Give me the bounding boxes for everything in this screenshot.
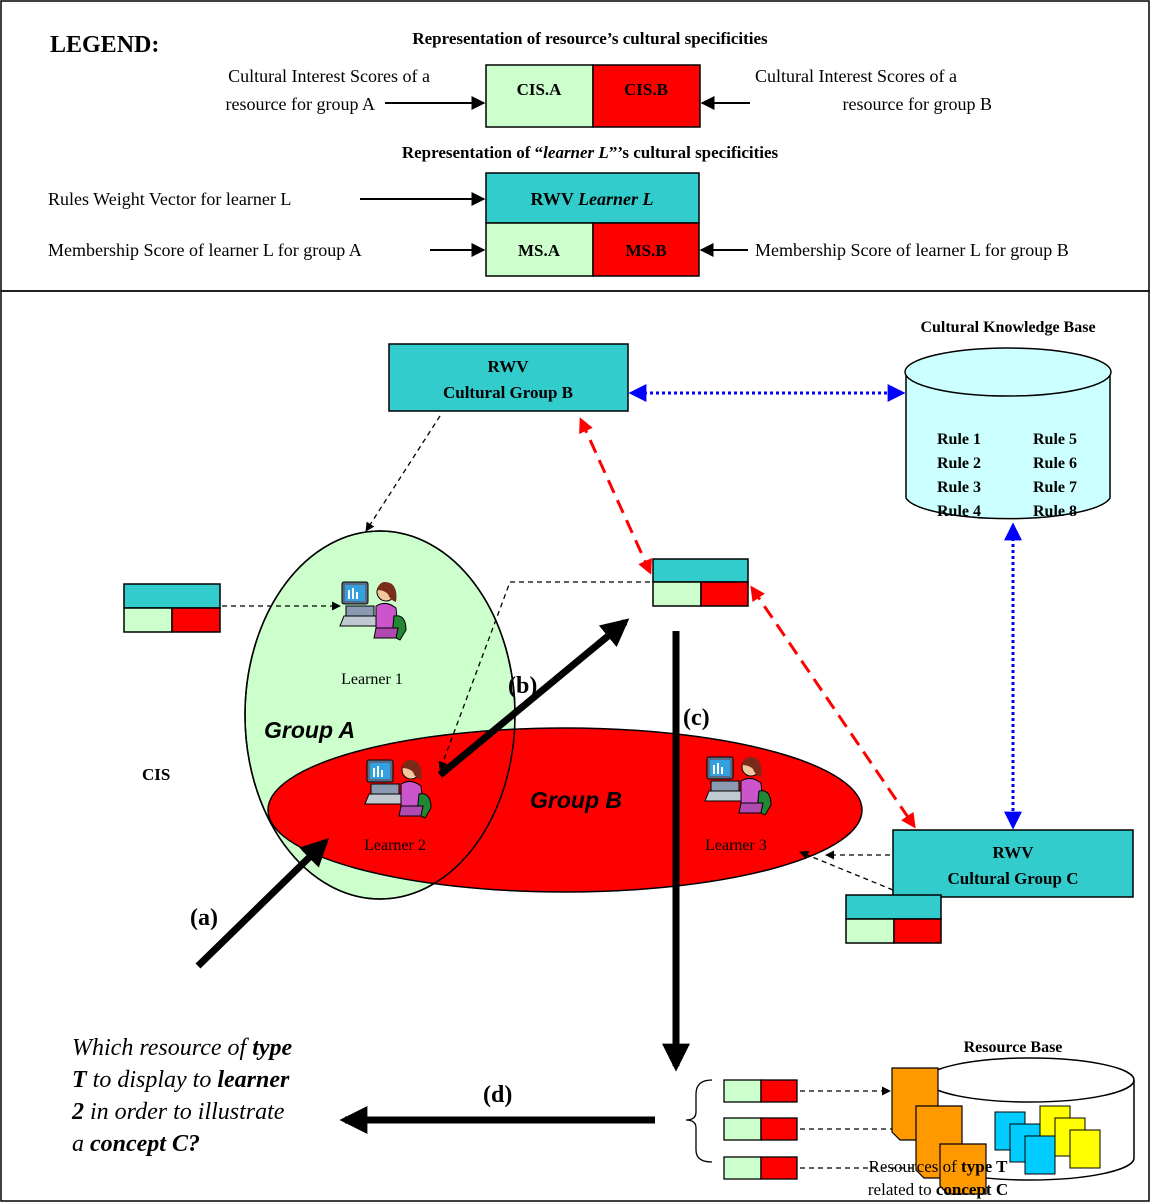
rule-5: Rule 5: [1033, 431, 1077, 448]
resources-caption-1: Resources of type T: [869, 1157, 1009, 1176]
cis-b-desc-1: Cultural Interest Scores of a: [755, 66, 957, 86]
kb-cylinder-top: [904, 347, 1112, 397]
cis-b-desc-2: resource for group B: [843, 94, 992, 114]
main-panel: [0, 290, 1150, 1202]
learner1-vector-rwv: [123, 583, 221, 609]
resource3-cis-a: [723, 1156, 762, 1180]
cis-a-label: CIS.A: [517, 80, 563, 99]
learner-1-label: Learner 1: [341, 671, 403, 688]
rule-7: Rule 7: [1033, 479, 1077, 496]
kb-title: Cultural Knowledge Base: [920, 319, 1095, 336]
label-c: (c): [683, 705, 710, 731]
learner3-vector-ms-a: [845, 918, 895, 944]
rwv-learner-cell: [485, 172, 700, 224]
learner1-vector-ms-b: [171, 607, 221, 633]
learner1-vector-ms-a: [123, 607, 173, 633]
rwv-group-b-box: [388, 343, 629, 412]
cis-a-desc-1: Cultural Interest Scores of a: [228, 66, 430, 86]
kb-cylinder-body: [905, 372, 1111, 520]
rule-4: Rule 4: [937, 503, 981, 520]
resource-base-title: Resource Base: [964, 1039, 1063, 1056]
cis-b-label: CIS.B: [624, 80, 668, 99]
rwv-group-b-line2: Cultural Group B: [443, 383, 573, 402]
ms-a-label: MS.A: [518, 241, 561, 260]
ms-a-desc: Membership Score of learner L for group …: [48, 240, 362, 260]
resource-heading: Representation of resource’s cultural sp…: [412, 29, 768, 48]
svg-text:Which resource of type: Which resource of type: [72, 1035, 293, 1061]
cis-b-cell: [592, 64, 701, 128]
learner-3-label: Learner 3: [705, 837, 767, 854]
learner3-vector-to-learner3-arrow: [799, 850, 894, 891]
rwv-group-b-line1: RWV: [488, 357, 530, 376]
resource-brace: [685, 1079, 713, 1163]
group-a-label: Group A: [264, 717, 355, 743]
resource-documents: [994, 1105, 1101, 1175]
cis-a-cell: [485, 64, 594, 128]
resources-type-t: [891, 1067, 987, 1195]
ms-b-label: MS.B: [625, 241, 666, 260]
rule-1: Rule 1: [937, 431, 981, 448]
rwv-b-to-group-a-arrow: [365, 415, 441, 532]
resource3-cis-b: [760, 1156, 798, 1180]
resource1-cis-b: [760, 1079, 798, 1103]
rwv-b-to-learner2-vector-link: [579, 417, 652, 575]
learner3-vector-rwv: [845, 894, 942, 920]
rwv-desc: Rules Weight Vector for learner L: [48, 189, 291, 209]
resources-caption-2: related to concept C: [868, 1180, 1008, 1199]
rule-2: Rule 2: [937, 455, 981, 472]
learner-2-label: Learner 2: [364, 837, 426, 854]
ms-b-desc: Membership Score of learner L for group …: [755, 240, 1069, 260]
arrow-a: [195, 838, 330, 969]
label-b: (b): [508, 673, 537, 699]
rwv-group-c-line1: RWV: [993, 843, 1035, 862]
cis-a-desc-2: resource for group A: [226, 94, 375, 114]
rwv-learner-label: RWV Learner L: [530, 189, 653, 209]
svg-text:a concept C?: a concept C?: [72, 1131, 200, 1157]
learner2-vector-to-learner2-arrow: [438, 581, 650, 771]
label-d: (d): [483, 1082, 512, 1108]
ms-b-cell: [592, 222, 700, 277]
legend-title: LEGEND:: [50, 32, 159, 58]
rule-6: Rule 6: [1033, 455, 1077, 472]
svg-text:2 in order to illustrate: 2 in order to illustrate: [71, 1099, 285, 1125]
learner2-vector-ms-b: [700, 581, 749, 607]
rwv-group-c-line2: Cultural Group C: [948, 869, 1079, 888]
learner2-vector-rwv: [652, 558, 749, 583]
rwv-group-c-box: [892, 829, 1134, 898]
question-text: Which resource of type T to display to l…: [71, 1035, 293, 1157]
svg-text:T to display to learner: T to display to learner: [72, 1067, 290, 1093]
arrow-b: [437, 618, 630, 778]
cis-label: CIS: [142, 765, 170, 784]
resource2-cis-b: [760, 1117, 798, 1141]
learner3-vector-ms-b: [893, 918, 942, 944]
resource2-cis-a: [723, 1117, 762, 1141]
resource-base-top: [925, 1057, 1135, 1103]
learner-heading: Representation of “learner L”’s cultural…: [402, 143, 779, 162]
label-a: (a): [190, 905, 218, 931]
rule-8: Rule 8: [1033, 503, 1077, 520]
rule-3: Rule 3: [937, 479, 981, 496]
group-b-label: Group B: [530, 787, 622, 813]
learner2-vector-to-rwv-c-link: [750, 585, 916, 829]
learner2-vector-ms-a: [652, 581, 702, 607]
resource1-cis-a: [723, 1079, 762, 1103]
